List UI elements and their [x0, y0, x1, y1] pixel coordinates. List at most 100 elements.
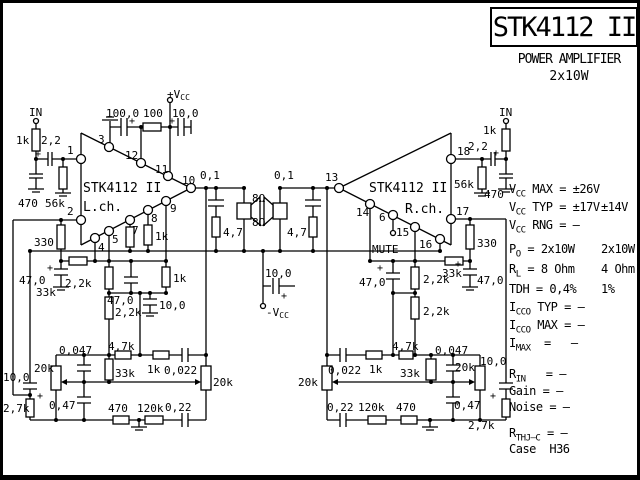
- component-label: 100,0: [106, 107, 139, 120]
- vcc-minus-terminal: [259, 302, 267, 310]
- resistor: [104, 266, 114, 290]
- input-terminal-left: [32, 117, 40, 125]
- component-label: 1k: [483, 124, 497, 137]
- component-label: 470: [18, 197, 38, 210]
- component-label: +: [169, 116, 175, 127]
- spec-row: RTHJ–C = –: [509, 426, 568, 443]
- component-label: 4,7: [223, 226, 243, 239]
- resistor: [112, 415, 130, 425]
- component-label: L.ch.: [83, 200, 122, 215]
- component-label: 9: [170, 202, 177, 215]
- component-label: 1k: [173, 272, 187, 285]
- component-label: +: [493, 148, 499, 159]
- resistor: [31, 128, 41, 152]
- resistor: [501, 128, 511, 152]
- component-label: 8: [151, 212, 158, 225]
- resistor: [465, 224, 475, 250]
- resistor: [410, 266, 420, 290]
- spec-row: VCC RNG = –: [509, 218, 580, 236]
- spec-name: VCC RNG: [509, 218, 553, 236]
- resistor: [143, 224, 153, 246]
- component-label: 5: [112, 233, 119, 246]
- input-terminal-right: [502, 117, 510, 125]
- component-label: 2,2k: [115, 306, 142, 319]
- component-bodies: [25, 122, 511, 425]
- component-label: +: [35, 149, 41, 160]
- spec-name: RIN: [509, 367, 526, 385]
- component-label: 0,022: [328, 364, 361, 377]
- mute-terminal: [389, 229, 397, 237]
- resistor: [211, 216, 221, 238]
- component-label: +: [37, 391, 43, 402]
- component-label: +: [281, 291, 287, 302]
- resistor: [161, 266, 171, 288]
- component-label: -VCC: [266, 306, 289, 320]
- spec-name: VCC TYP: [509, 200, 553, 218]
- component-label: 330: [477, 237, 497, 250]
- resistor: [501, 398, 511, 418]
- spec-value: = 8 Ohm: [520, 262, 575, 276]
- component-label: 17: [456, 205, 469, 218]
- component-label: 4,7k: [392, 340, 419, 353]
- spec-alt-value: ±14V: [601, 200, 628, 214]
- component-label: 20k: [455, 361, 475, 374]
- resistor: [58, 166, 68, 190]
- component-label: 0,022: [164, 364, 197, 377]
- potentiometer: [474, 365, 486, 391]
- spec-name: Gain: [509, 384, 536, 398]
- potentiometer: [200, 365, 212, 391]
- component-label: 20k: [298, 376, 318, 389]
- component-label: 7: [132, 224, 139, 237]
- spec-name: VCC MAX: [509, 182, 553, 200]
- component-label: 0,1: [274, 169, 294, 182]
- resistor: [425, 358, 437, 381]
- spec-name: PO: [509, 242, 521, 260]
- component-label: 33k: [400, 367, 420, 380]
- spec-name: ICCO MAX: [509, 318, 558, 336]
- component-label: 47,0: [19, 274, 46, 287]
- component-label: 1k: [369, 363, 383, 376]
- component-label: 470: [396, 401, 416, 414]
- component-label: 0,47: [49, 399, 76, 412]
- component-label: 56k: [45, 197, 65, 210]
- component-label: MUTE: [372, 243, 399, 256]
- power-rating: 2x10W: [549, 69, 589, 84]
- spec-alt-value: 4 Ohm: [601, 262, 635, 276]
- component-label: 0,22: [165, 401, 192, 414]
- speaker-left: [236, 202, 252, 220]
- spec-name: IMAX: [509, 336, 531, 354]
- resistor: [56, 224, 66, 250]
- resistor: [365, 350, 383, 360]
- subtitle: POWER AMPLIFIER: [517, 52, 621, 67]
- spec-value: = –: [557, 300, 585, 314]
- spec-name: Case H36: [509, 442, 570, 456]
- component-label: 3: [98, 133, 105, 146]
- spec-row: Case H36: [509, 442, 570, 456]
- component-label: 8Ω: [252, 192, 266, 205]
- spec-value: = –: [557, 318, 585, 332]
- resistor: [68, 256, 88, 266]
- component-label: +VCC: [167, 88, 190, 102]
- component-label: IN: [499, 106, 512, 119]
- title-block: STK4112 II: [490, 7, 637, 47]
- component-label: 33k: [442, 267, 462, 280]
- spec-value: = ±17V: [552, 200, 600, 214]
- speaker-left-cone: [250, 195, 261, 227]
- spec-name: ICCO TYP: [509, 300, 558, 318]
- component-label: 33k: [115, 367, 135, 380]
- component-label: 0,1: [200, 169, 220, 182]
- component-label: 120k: [137, 402, 164, 415]
- component-label: 1k: [16, 134, 30, 147]
- component-label: 4,7k: [108, 340, 135, 353]
- component-label: 2,2k: [423, 305, 450, 318]
- spec-value: = –: [525, 367, 567, 381]
- spec-row: ICCO MAX = –: [509, 318, 585, 336]
- spec-row: VCC TYP = ±17V±14V: [509, 200, 628, 218]
- resistor: [152, 350, 170, 360]
- potentiometer: [50, 365, 62, 391]
- spec-row: RIN = –: [509, 367, 566, 384]
- spec-row: Noise = –: [509, 400, 570, 414]
- spec-row: ICCO TYP = –: [509, 300, 585, 318]
